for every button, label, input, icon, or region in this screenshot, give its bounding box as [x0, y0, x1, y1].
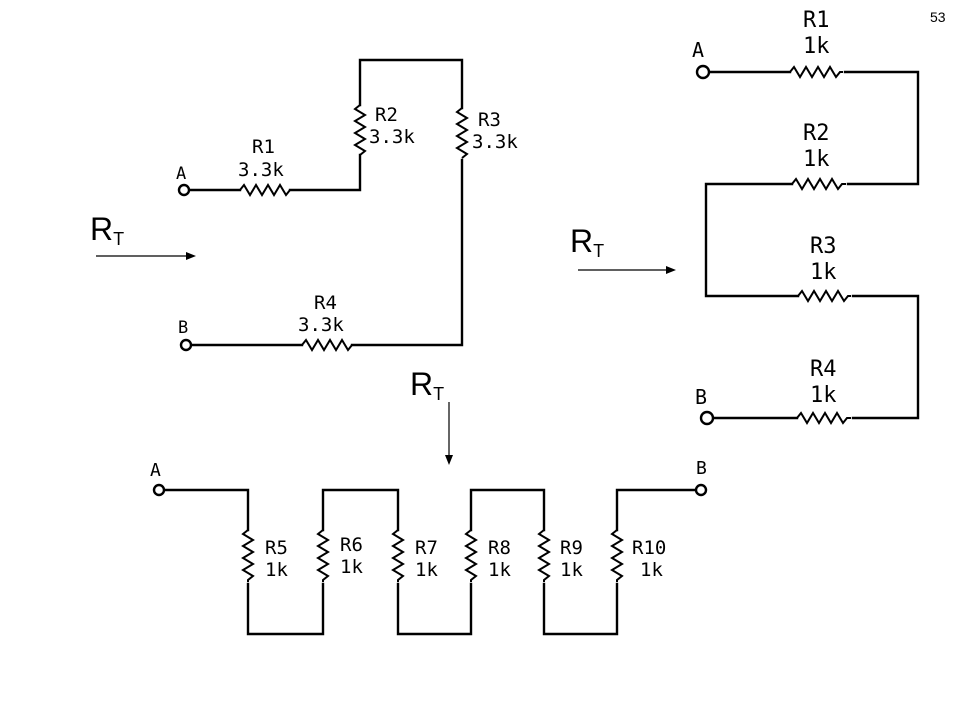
- r1-value: 1k: [803, 34, 830, 59]
- r3-name: R3: [478, 109, 501, 131]
- r3-value: 1k: [810, 260, 837, 285]
- resistor-r4: [796, 411, 851, 425]
- resistor-r2: [353, 104, 367, 156]
- terminal-a: [695, 64, 711, 80]
- page-number: 53: [930, 9, 946, 25]
- terminal-b: [179, 338, 193, 352]
- terminal-b-label: B: [696, 458, 707, 479]
- r8-name: R8: [488, 537, 511, 559]
- terminal-a: [152, 483, 166, 497]
- r5-value: 1k: [265, 559, 288, 581]
- terminal-a-label: A: [692, 38, 704, 62]
- rt-indicator-left: RT: [90, 211, 196, 260]
- r2-value: 1k: [803, 147, 830, 172]
- terminal-b: [699, 410, 715, 426]
- rt-label: RT: [570, 223, 604, 261]
- arrow-head: [666, 266, 676, 274]
- r6-name: R6: [340, 534, 363, 556]
- r1-value: 3.3k: [238, 159, 284, 181]
- rt-indicator-right: RT: [570, 223, 676, 274]
- resistor-r8: [464, 529, 478, 582]
- resistor-r3: [455, 107, 469, 159]
- rt-label: RT: [410, 366, 444, 404]
- r4-value: 3.3k: [298, 314, 344, 336]
- wire: [350, 158, 464, 347]
- r6-value: 1k: [340, 556, 363, 578]
- r9-value: 1k: [560, 559, 583, 581]
- resistor-r5: [241, 529, 255, 582]
- arrow-head: [186, 252, 196, 260]
- r8-value: 1k: [488, 559, 511, 581]
- wire: [704, 182, 800, 298]
- r2-name: R2: [375, 104, 398, 126]
- r7-name: R7: [415, 537, 438, 559]
- r3-name: R3: [810, 234, 837, 259]
- resistor-r1: [789, 65, 843, 79]
- resistor-r9: [537, 529, 551, 582]
- terminal-a-label: A: [176, 164, 186, 184]
- r10-name: R10: [632, 537, 666, 559]
- r10-value: 1k: [640, 559, 663, 581]
- r5-name: R5: [265, 537, 288, 559]
- r4-name: R4: [314, 292, 337, 314]
- r2-value: 3.3k: [369, 126, 415, 148]
- resistor-r7: [391, 529, 405, 582]
- r1-name: R1: [252, 136, 275, 158]
- resistor-r3: [797, 289, 851, 303]
- r2-name: R2: [803, 121, 830, 146]
- r9-name: R9: [560, 537, 583, 559]
- terminal-b: [694, 483, 708, 497]
- terminal-a-label: A: [150, 460, 161, 481]
- r7-value: 1k: [415, 559, 438, 581]
- r4-name: R4: [810, 357, 837, 382]
- resistor-r1: [239, 183, 291, 197]
- terminal-b-label: B: [178, 318, 188, 338]
- circuit-top-left: A B R1 3.3k R2 3.3k R3 3.3k R4 3.3k: [176, 58, 518, 352]
- arrow-head: [445, 455, 453, 465]
- r3-value: 3.3k: [472, 131, 518, 153]
- terminal-a: [177, 183, 191, 197]
- resistor-r2: [791, 177, 846, 191]
- circuit-bottom: A B R5 1k R6 1k R7 1k R8 1k R9 1k R10 1k: [150, 458, 708, 636]
- rt-indicator-down: RT: [410, 366, 453, 465]
- rt-label: RT: [90, 211, 124, 249]
- terminal-b-label: B: [695, 385, 707, 409]
- resistor-r6: [316, 529, 330, 582]
- wire: [851, 294, 920, 420]
- wire: [288, 153, 362, 192]
- wire: [358, 58, 464, 110]
- wire: [158, 488, 701, 636]
- resistor-r4: [301, 338, 353, 352]
- r4-value: 1k: [810, 383, 837, 408]
- circuit-right: A B R1 1k R2 1k R3 1k R4 1k: [692, 8, 920, 426]
- r1-name: R1: [803, 8, 830, 33]
- wire: [843, 70, 920, 186]
- resistor-r10: [610, 529, 624, 582]
